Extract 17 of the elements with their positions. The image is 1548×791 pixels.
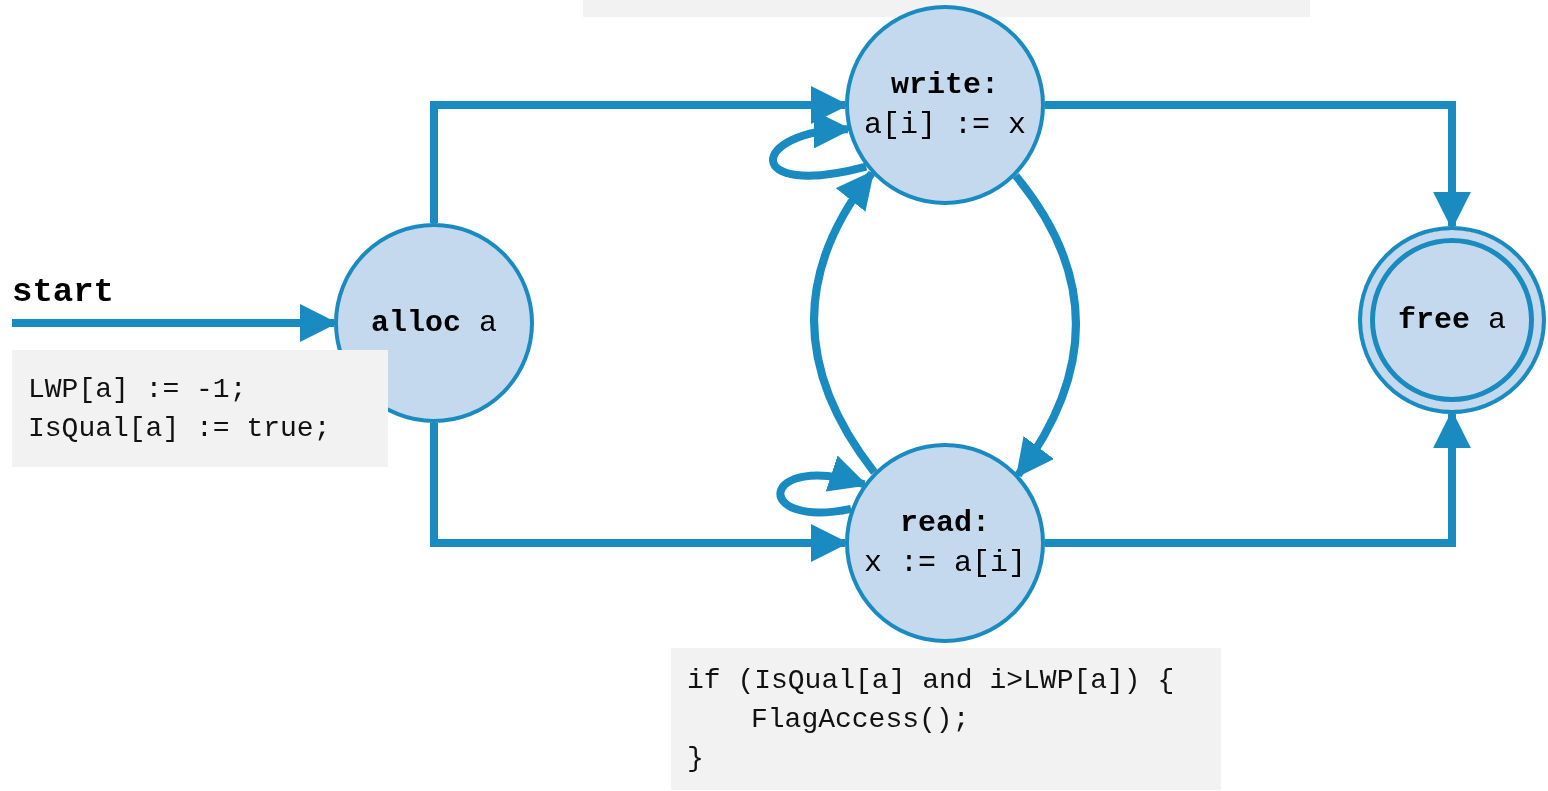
state-name: write:	[891, 67, 999, 104]
state-name: read:	[900, 505, 990, 542]
code-line: FlagAccess();	[750, 702, 971, 737]
code-line: LWP[a] := -1;	[28, 372, 248, 407]
code-box	[12, 350, 388, 467]
note-box	[583, 0, 1310, 17]
state-label: alloc a	[371, 305, 497, 342]
state-label: free a	[1398, 302, 1506, 339]
code-line: IsQual[a] := true;	[28, 411, 332, 446]
code-line: }	[687, 741, 705, 776]
arrow	[810, 170, 878, 475]
self-loop-arrow	[776, 457, 868, 517]
arrow	[1012, 173, 1080, 478]
state-label: x := a[i]	[864, 545, 1026, 582]
code-line: if (IsQual[a] and i>LWP[a]) {	[687, 663, 1176, 698]
state-label: a[i] := x	[864, 107, 1026, 144]
edge-label: start	[12, 272, 115, 312]
